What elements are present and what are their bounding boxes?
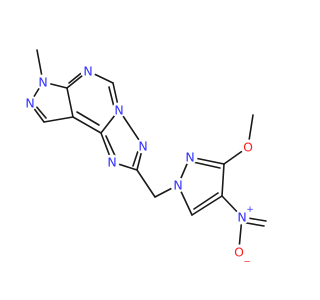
bond-n2-c3-double bbox=[34, 104, 47, 119]
bond-c-c3a bbox=[72, 116, 102, 134]
atom-label: N bbox=[237, 210, 246, 225]
bond-c3-c3a bbox=[43, 116, 74, 123]
bond-c-ch2 bbox=[136, 169, 156, 198]
atom-n-pyrazole2-2: N bbox=[182, 149, 198, 165]
atom-label: N bbox=[107, 155, 116, 170]
atom-n-pyrazole-2: N bbox=[22, 95, 38, 111]
bond-c4-c5-b bbox=[191, 195, 223, 216]
bond-n2-c3-b-double bbox=[192, 161, 221, 169]
charge-minus: − bbox=[243, 257, 250, 267]
bond-n-c8-double bbox=[105, 135, 117, 159]
atom-label: N bbox=[173, 178, 182, 193]
charge-plus: + bbox=[246, 205, 253, 215]
atom-label: N bbox=[114, 103, 123, 118]
atom-n-pyrazole2-1: N bbox=[170, 177, 186, 193]
atom-label: O bbox=[234, 245, 244, 260]
atom-label: O bbox=[243, 140, 253, 155]
atom-n-fused-triazole: N bbox=[111, 102, 127, 118]
bond-c-c3a-double bbox=[76, 111, 100, 126]
atom-n-triazole-right: N bbox=[135, 138, 151, 154]
bond-c3a-c7a bbox=[66, 87, 74, 118]
atom-n-methyl-pyrazole: N bbox=[35, 74, 51, 90]
bond-c4-c5-b-double bbox=[193, 192, 219, 210]
atom-label: N bbox=[138, 139, 147, 154]
atom-n-pyrimidine-top: N bbox=[80, 63, 96, 79]
atom-label: N bbox=[83, 64, 92, 79]
bond-c3-c4-b bbox=[221, 163, 225, 197]
atom-n-nitro: N + bbox=[234, 205, 254, 225]
atom-label: N bbox=[38, 75, 47, 90]
atom-n-triazole-lower: N bbox=[104, 154, 120, 170]
molecule-structure: N N N N N N N N bbox=[22, 49, 267, 267]
bond-ch-n-double bbox=[108, 86, 115, 108]
atom-label: N bbox=[185, 150, 194, 165]
atom-o-methoxy: O bbox=[240, 139, 256, 155]
atom-label: N bbox=[25, 96, 34, 111]
atom-labels: N N N N N N N N bbox=[22, 63, 256, 267]
atom-o-nitro-terminal: O − bbox=[231, 244, 251, 267]
